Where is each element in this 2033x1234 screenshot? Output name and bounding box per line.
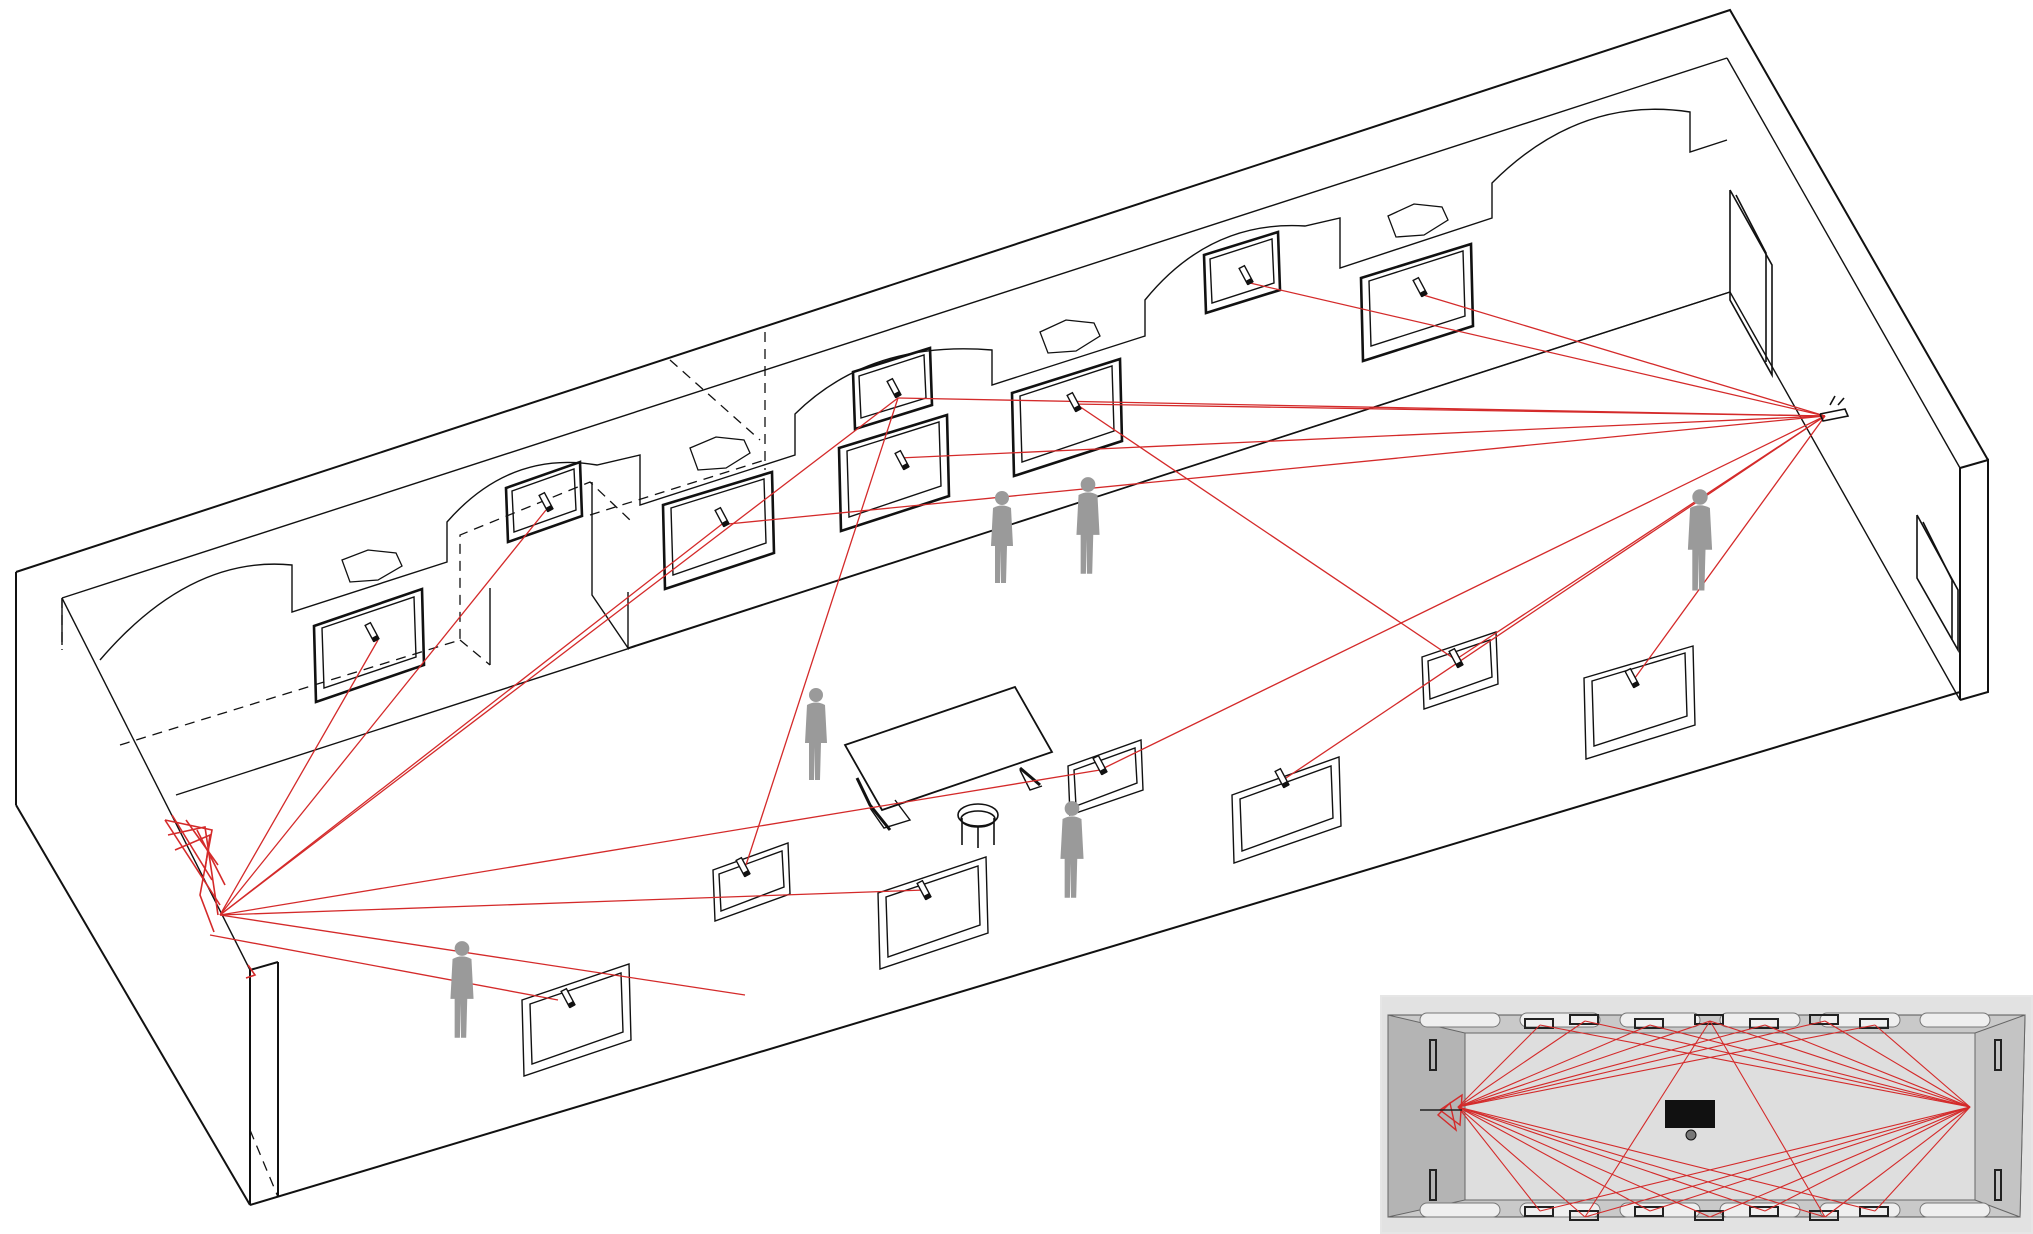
- camera-icon: [1066, 391, 1082, 413]
- sightline: [898, 415, 1826, 459]
- sightline: [219, 769, 1101, 916]
- floor-frame-2: [712, 842, 791, 922]
- frame-5: [837, 413, 951, 533]
- floor-frame-1: [521, 963, 632, 1077]
- person-icon: [1687, 489, 1713, 591]
- floor-frames: [521, 631, 1696, 1077]
- sightline: [745, 397, 899, 866]
- sightline: [1249, 282, 1826, 417]
- sightline: [219, 520, 727, 916]
- sightline: [1419, 293, 1826, 417]
- plan-view-inset: [1380, 995, 2033, 1234]
- hidden-lines: [61, 332, 766, 1198]
- sightline: [1071, 403, 1826, 417]
- camera-icon: [886, 377, 902, 399]
- octagon-windows: [341, 203, 1449, 583]
- camera-icon: [1092, 754, 1108, 776]
- camera-icon: [916, 879, 932, 901]
- camera-icons: [364, 264, 1640, 1009]
- frame-3: [661, 470, 776, 591]
- sightline: [219, 397, 899, 916]
- sightline: [1631, 415, 1826, 683]
- frame-2: [504, 460, 584, 544]
- sightline: [1069, 399, 1457, 661]
- floor-frame-6: [1421, 631, 1499, 710]
- sightline: [219, 889, 926, 916]
- person-icon: [1076, 477, 1100, 574]
- camera-icon: [560, 987, 576, 1009]
- camera-icon: [538, 491, 554, 513]
- person-icon: [991, 491, 1013, 583]
- floor-frame-3: [877, 856, 989, 970]
- frame-8: [1359, 242, 1475, 363]
- sightline: [219, 914, 746, 996]
- camera-sightlines: [209, 282, 1826, 1001]
- inset-table: [1665, 1100, 1715, 1128]
- floor-frame-7: [1583, 645, 1696, 760]
- inset-floor: [1464, 1032, 1976, 1201]
- camera-icon: [1412, 276, 1428, 298]
- room-shell: [15, 8, 1989, 1206]
- sightline: [1099, 415, 1826, 771]
- inset-sightlines: [1457, 1020, 1971, 1218]
- camera-icon: [714, 506, 730, 528]
- camera-icon: [894, 449, 910, 471]
- sightline: [209, 934, 559, 1001]
- wall-frames: [312, 230, 1475, 704]
- frame-1: [312, 587, 426, 704]
- inner-walls: [489, 291, 1731, 665]
- left-camera-rig: [164, 814, 257, 979]
- camera-icon: [1624, 667, 1640, 689]
- floor-frame-4: [1067, 739, 1144, 816]
- camera-icon: [735, 856, 751, 878]
- camera-icon: [1448, 647, 1464, 669]
- sightline: [1279, 415, 1826, 783]
- people: [450, 477, 1713, 1038]
- person-icon: [805, 688, 827, 780]
- camera-icon: [364, 621, 380, 643]
- central-table: [843, 685, 1054, 831]
- right-camera-rig: [1819, 395, 1850, 422]
- stool-icon: [957, 803, 999, 848]
- side-doors: [1729, 189, 1959, 654]
- person-icon: [1060, 801, 1084, 898]
- camera-icon: [1274, 767, 1290, 789]
- sightline: [219, 509, 547, 916]
- camera-icon: [1238, 264, 1254, 286]
- floor-frame-5: [1231, 756, 1342, 864]
- frame-6: [1010, 357, 1124, 478]
- person-icon: [450, 941, 474, 1038]
- sightline: [727, 415, 1826, 525]
- sightline: [219, 639, 379, 916]
